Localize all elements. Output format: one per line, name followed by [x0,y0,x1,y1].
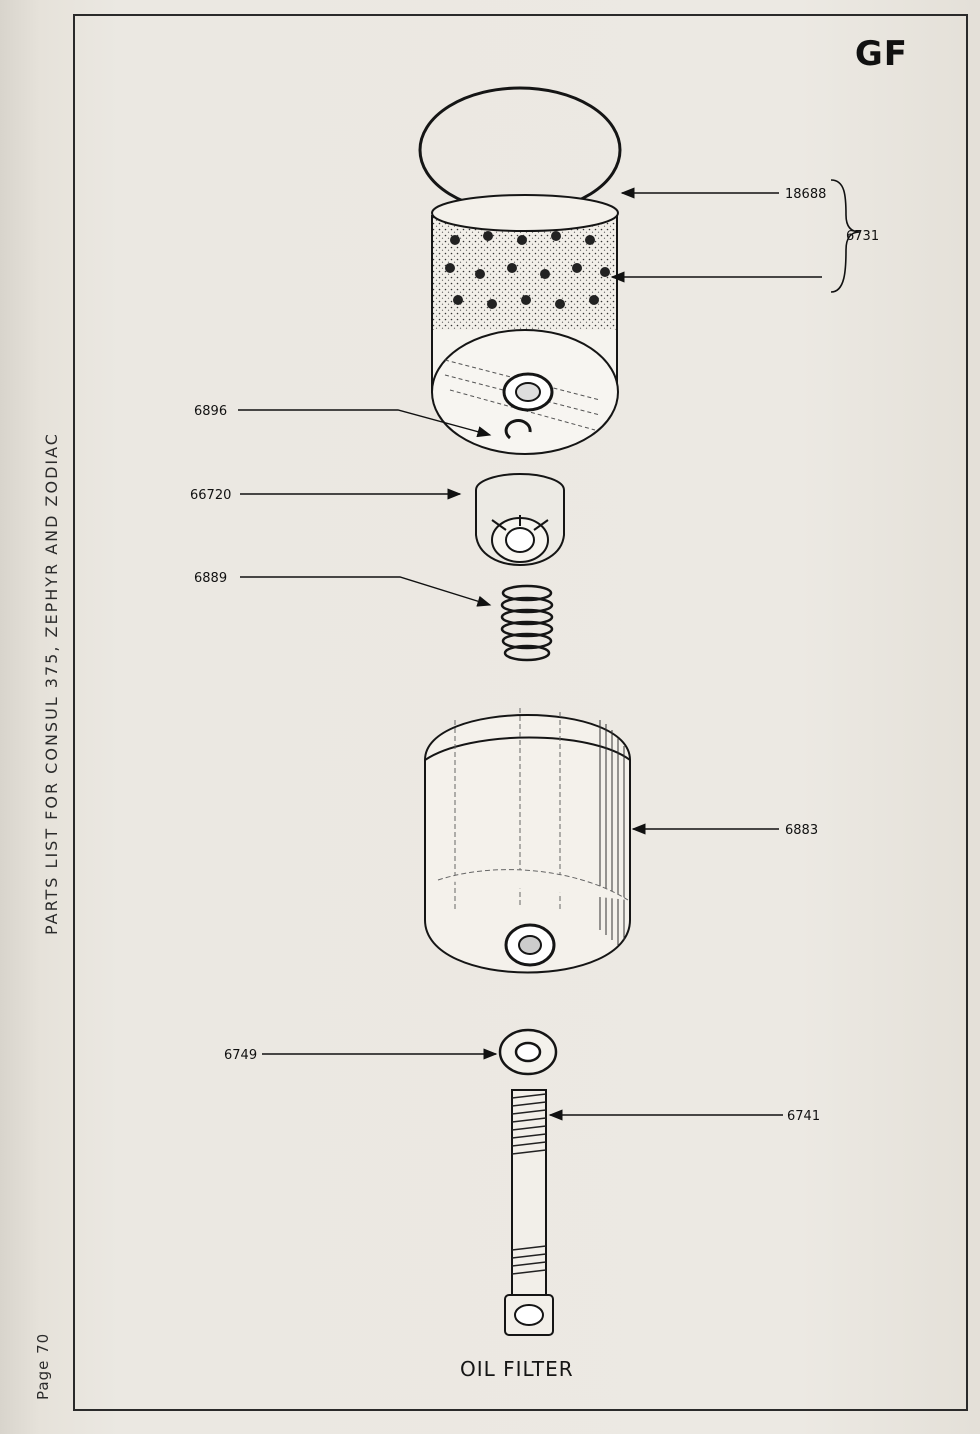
label-18688: 18688 [785,187,826,202]
spring-icon [500,584,554,662]
centre-bolt-icon [504,1089,554,1336]
diagram-frame [73,14,968,1411]
leader-lines [238,179,861,1121]
label-6749: 6749 [224,1048,257,1063]
circlip-icon [504,419,532,440]
label-6741: 6741 [787,1109,820,1124]
filter-element-icon [418,86,622,455]
label-6889: 6889 [194,571,227,586]
valve-icon [475,473,565,566]
section-code: GF [854,34,908,74]
label-6731: 6731 [846,229,879,244]
washer-icon [498,1028,558,1076]
label-6896: 6896 [194,404,227,419]
label-6883: 6883 [785,823,818,838]
diagram-caption: OIL FILTER [460,1357,574,1381]
filter-bowl-icon [424,708,631,974]
label-66720: 66720 [190,488,231,503]
